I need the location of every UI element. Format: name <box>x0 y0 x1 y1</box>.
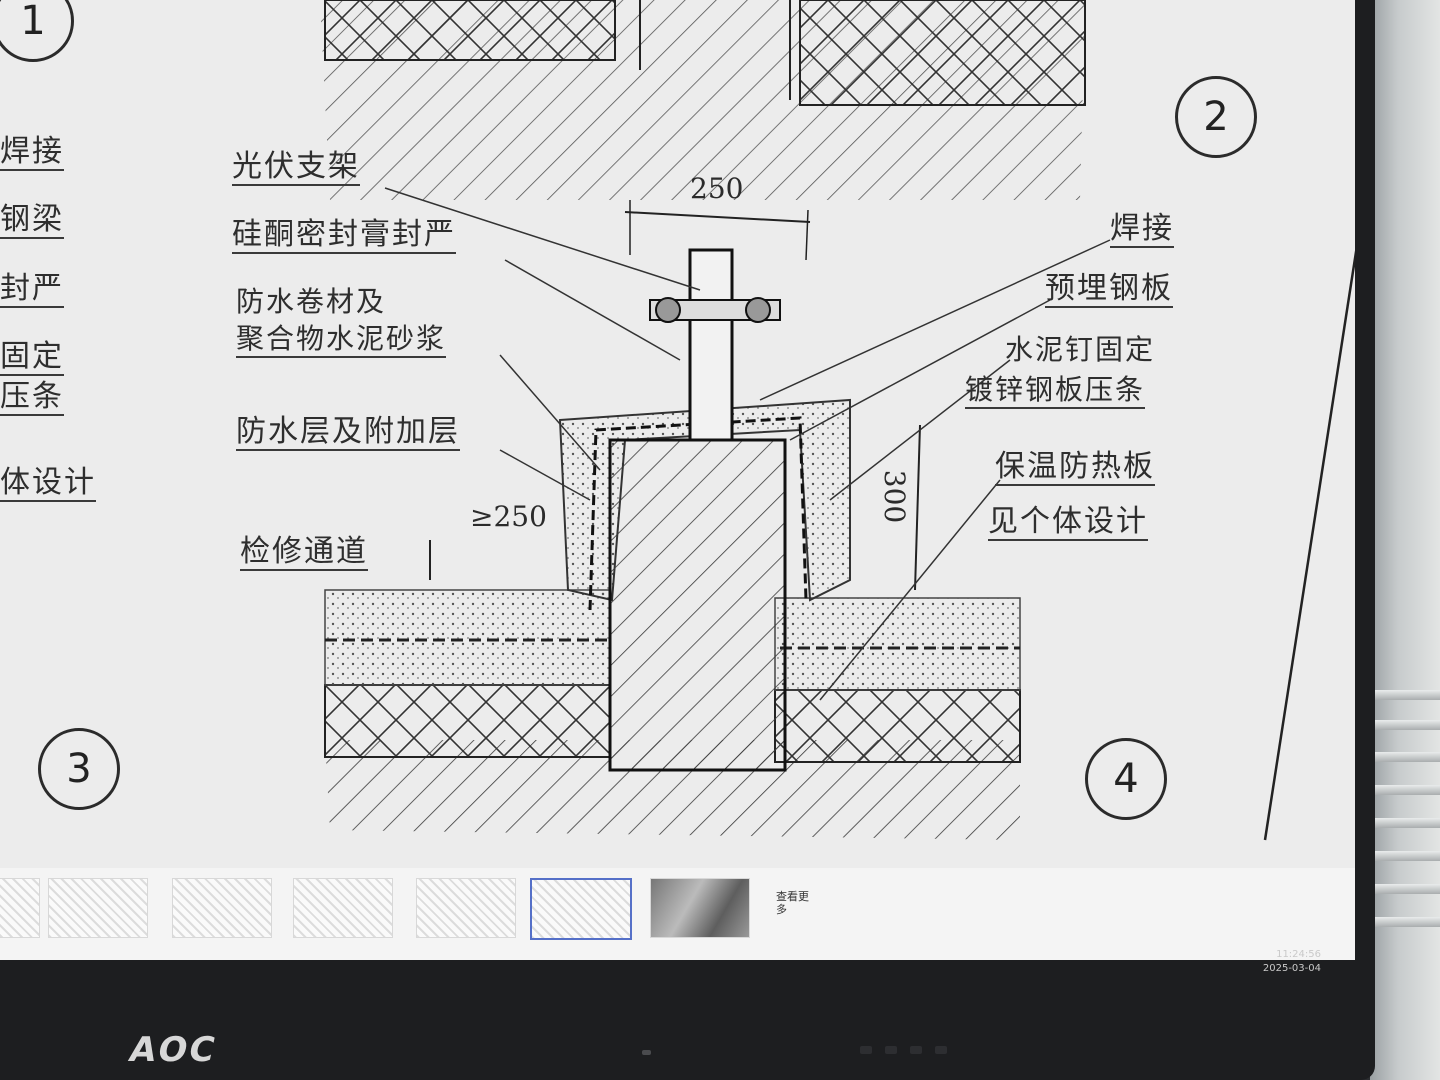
dimension-upturn: ≥250 <box>470 500 547 533</box>
label-galv-strip: 镀锌钢板压条 <box>965 373 1146 409</box>
thumbnail[interactable] <box>172 878 272 938</box>
label-membrane-line1: 防水卷材及 <box>236 285 387 318</box>
clock-time: 11:24:56 <box>1276 949 1321 960</box>
partial-label: 体设计 <box>0 465 96 502</box>
window-blinds-background <box>1370 0 1440 1080</box>
blind-slat <box>1372 785 1440 795</box>
blind-slat <box>1372 690 1440 700</box>
label-insulation: 保温防热板 <box>995 449 1155 486</box>
thumbnail-strip: 查看更多 <box>0 868 1355 960</box>
thumbnail[interactable] <box>0 878 40 938</box>
label-membrane-line2: 聚合物水泥砂浆 <box>236 322 447 358</box>
taskbar-clock[interactable]: 11:24:56 2025-03-04 <box>1263 948 1321 976</box>
thumbnail[interactable] <box>416 878 516 938</box>
detail-number-circle: 3 <box>38 728 120 810</box>
label-see-design: 见个体设计 <box>988 504 1148 541</box>
partial-label: 固定 <box>0 339 64 376</box>
blind-slat <box>1372 818 1440 828</box>
thumbnail[interactable] <box>48 878 148 938</box>
label-embedded-plate: 预埋钢板 <box>1045 271 1173 308</box>
monitor-button[interactable] <box>935 1046 947 1054</box>
label-walkway: 检修通道 <box>240 534 368 571</box>
monitor-brand-logo: AOC <box>125 1030 221 1070</box>
detail-number-circle: 4 <box>1085 738 1167 820</box>
dimension-top-width: 250 <box>690 172 744 205</box>
label-pv-bracket: 光伏支架 <box>232 149 360 186</box>
label-waterproof-layer: 防水层及附加层 <box>236 414 460 451</box>
monitor-button[interactable] <box>860 1046 872 1054</box>
monitor-button[interactable] <box>910 1046 922 1054</box>
partial-label: 压条 <box>0 379 64 416</box>
detail-drawing <box>320 0 1355 841</box>
blind-slat <box>1372 884 1440 894</box>
partial-label: 钢梁 <box>0 202 64 239</box>
dimension-height: 300 <box>878 469 912 524</box>
detail-number-circle: 1 <box>0 0 74 62</box>
power-led <box>642 1050 651 1055</box>
monitor-screen: 焊接 钢梁 封严 固定 压条 体设计 光伏支架 硅酮密封膏封严 防水卷材及 聚合… <box>0 0 1355 960</box>
blind-slat <box>1372 752 1440 762</box>
view-more-link[interactable]: 查看更多 <box>776 890 809 916</box>
partial-label: 封严 <box>0 271 64 308</box>
label-silicone-seal: 硅酮密封膏封严 <box>232 217 456 254</box>
cad-drawing-viewer[interactable]: 焊接 钢梁 封严 固定 压条 体设计 光伏支架 硅酮密封膏封严 防水卷材及 聚合… <box>0 0 1355 870</box>
label-cement-nail: 水泥钉固定 <box>1005 333 1156 366</box>
thumbnail[interactable] <box>650 878 750 938</box>
monitor-bezel: 焊接 钢梁 封严 固定 压条 体设计 光伏支架 硅酮密封膏封严 防水卷材及 聚合… <box>0 0 1375 1080</box>
thumbnail[interactable] <box>293 878 393 938</box>
detail-number-circle: 2 <box>1175 76 1257 158</box>
blind-slat <box>1372 917 1440 927</box>
blind-slat <box>1372 720 1440 730</box>
label-welding: 焊接 <box>1110 211 1174 248</box>
thumbnail-active[interactable] <box>530 878 632 940</box>
monitor-button[interactable] <box>885 1046 897 1054</box>
blind-slat <box>1372 851 1440 861</box>
clock-date: 2025-03-04 <box>1262 963 1321 974</box>
partial-label: 焊接 <box>0 134 64 171</box>
